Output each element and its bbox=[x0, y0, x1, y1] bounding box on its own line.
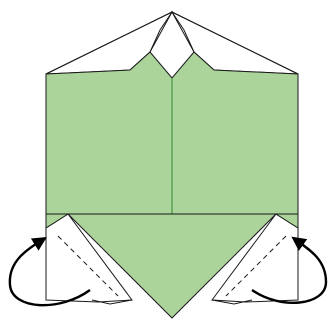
main-body bbox=[46, 12, 298, 214]
lower-section bbox=[46, 214, 298, 318]
top-collar bbox=[46, 12, 298, 74]
